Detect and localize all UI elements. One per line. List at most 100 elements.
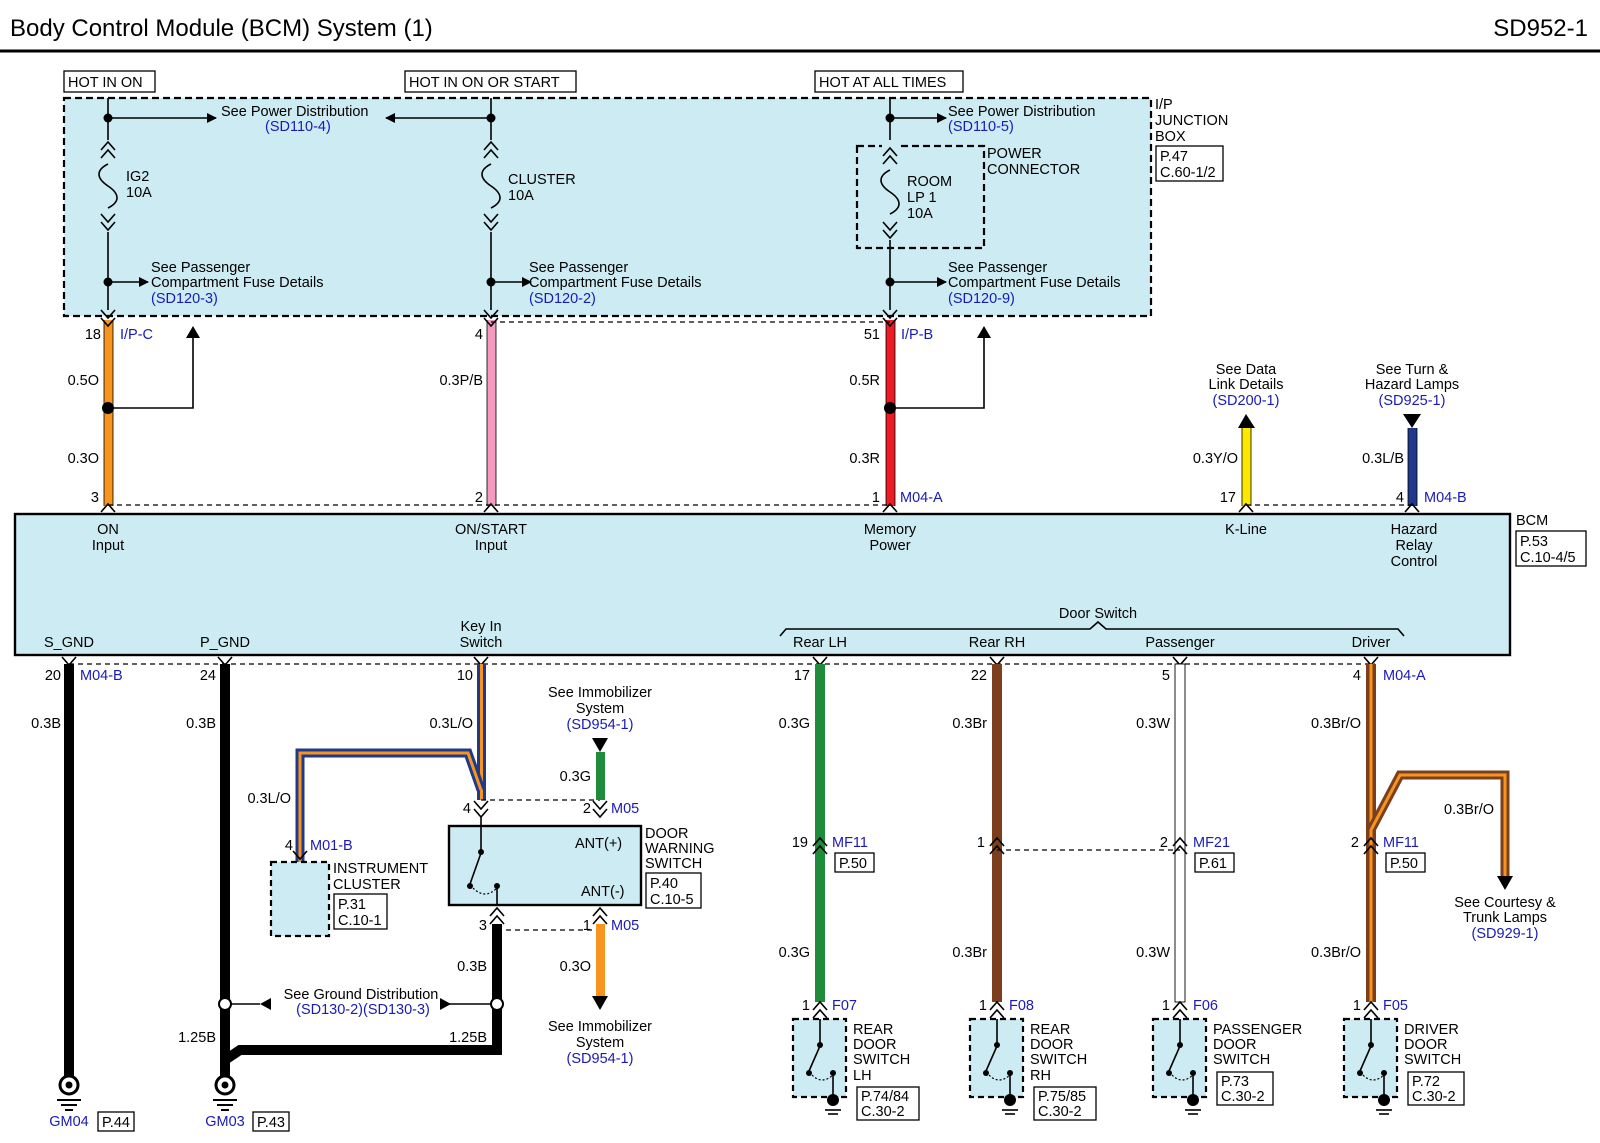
svg-text:(SD929-1): (SD929-1)	[1472, 926, 1539, 942]
immobilizer-refs: See Immobilizer System (SD954-1) See Imm…	[548, 685, 652, 1067]
svg-text:Memory: Memory	[864, 522, 917, 538]
svg-text:See Passenger: See Passenger	[151, 260, 250, 276]
svg-text:0.3B: 0.3B	[186, 716, 216, 732]
svg-text:0.3Y/O: 0.3Y/O	[1193, 451, 1238, 467]
svg-text:0.3W: 0.3W	[1136, 945, 1170, 961]
svg-text:(SD130-2)(SD130-3): (SD130-2)(SD130-3)	[296, 1002, 430, 1018]
hot-in-on-or-start-label: HOT IN ON OR START	[409, 75, 560, 91]
svg-text:M04-A: M04-A	[900, 490, 943, 506]
door-warning-lower	[489, 906, 608, 1011]
svg-text:10: 10	[457, 668, 473, 684]
svg-text:10A: 10A	[508, 188, 534, 204]
svg-text:0.3G: 0.3G	[779, 945, 810, 961]
ground-labels: GM04 P.44 GM03 P.43	[49, 1111, 290, 1132]
svg-text:M05: M05	[611, 801, 639, 817]
svg-text:20: 20	[45, 668, 61, 684]
lower-labels: 20 M04-B 0.3B 24 0.3B 1.25B 10 0.3L/O 0.…	[31, 668, 1556, 1046]
wire-k-line	[1238, 414, 1255, 506]
svg-text:C.30-2: C.30-2	[1038, 1104, 1082, 1120]
svg-text:1: 1	[977, 835, 985, 851]
svg-text:POWER: POWER	[987, 146, 1042, 162]
instrument-cluster: INSTRUMENT CLUSTER P.31 C.10-1	[269, 860, 428, 938]
svg-text:0.3R: 0.3R	[849, 451, 880, 467]
svg-text:C.30-2: C.30-2	[1221, 1089, 1265, 1105]
svg-text:P.43: P.43	[257, 1115, 285, 1131]
svg-text:M04-B: M04-B	[80, 668, 123, 684]
svg-text:F06: F06	[1193, 998, 1218, 1014]
junction-box-label: I/P JUNCTION BOX P.47 C.60-1/2 POWER CON…	[987, 97, 1228, 182]
svg-text:S_GND: S_GND	[44, 635, 94, 651]
svg-text:M01-B: M01-B	[310, 838, 353, 854]
svg-text:1.25B: 1.25B	[449, 1030, 487, 1046]
svg-text:(SD954-1): (SD954-1)	[567, 717, 634, 733]
svg-text:17: 17	[1220, 490, 1236, 506]
fuse-room-lp1: ROOM LP 1 10A	[880, 140, 952, 240]
svg-text:ANT(+): ANT(+)	[575, 836, 622, 852]
svg-text:0.3L/O: 0.3L/O	[247, 791, 291, 807]
svg-text:0.3O: 0.3O	[68, 451, 99, 467]
svg-text:P.61: P.61	[1199, 856, 1227, 872]
fuse-cluster: CLUSTER 10A	[481, 140, 576, 232]
svg-text:BCM: BCM	[1516, 513, 1548, 529]
svg-text:24: 24	[200, 668, 216, 684]
svg-text:MF11: MF11	[832, 835, 868, 851]
wire-hazard	[1403, 414, 1421, 506]
svg-text:P.31: P.31	[338, 897, 366, 913]
svg-text:CONNECTOR: CONNECTOR	[987, 162, 1080, 178]
svg-text:(SD925-1): (SD925-1)	[1379, 393, 1446, 409]
svg-text:IG2: IG2	[126, 169, 149, 185]
svg-text:C.10-4/5: C.10-4/5	[1520, 550, 1576, 566]
svg-text:0.3L/B: 0.3L/B	[1362, 451, 1404, 467]
svg-text:Input: Input	[92, 538, 124, 554]
svg-text:0.3L/O: 0.3L/O	[429, 716, 473, 732]
svg-text:0.5R: 0.5R	[849, 373, 880, 389]
svg-text:P.50: P.50	[1390, 856, 1418, 872]
svg-text:M04-B: M04-B	[1424, 490, 1467, 506]
wire-rear-rh	[989, 664, 1005, 1019]
svg-text:F08: F08	[1009, 998, 1034, 1014]
door-warning-switch: ANT(+) ANT(-) DOOR WARNING SWITCH P.40 C…	[447, 817, 715, 909]
svg-text:Key In: Key In	[460, 619, 501, 635]
svg-text:10A: 10A	[126, 185, 152, 201]
svg-text:18: 18	[85, 327, 101, 343]
svg-text:See Immobilizer: See Immobilizer	[548, 685, 652, 701]
svg-text:SWITCH: SWITCH	[1213, 1052, 1270, 1068]
svg-text:Door Switch: Door Switch	[1059, 606, 1137, 622]
svg-text:Hazard Lamps: Hazard Lamps	[1365, 377, 1459, 393]
svg-text:0.3G: 0.3G	[560, 769, 591, 785]
svg-text:PASSENGER: PASSENGER	[1213, 1022, 1302, 1038]
svg-text:BOX: BOX	[1155, 129, 1186, 145]
svg-text:INSTRUMENT: INSTRUMENT	[333, 861, 428, 877]
svg-text:See Data: See Data	[1216, 362, 1277, 378]
svg-text:REAR: REAR	[853, 1022, 893, 1038]
wire-on-start-input	[486, 320, 497, 506]
svg-text:CLUSTER: CLUSTER	[333, 877, 401, 893]
svg-text:P.75/85: P.75/85	[1038, 1089, 1086, 1105]
svg-text:(SD120-2): (SD120-2)	[529, 291, 596, 307]
svg-text:ANT(-): ANT(-)	[581, 884, 625, 900]
svg-text:Compartment Fuse Details: Compartment Fuse Details	[529, 275, 701, 291]
svg-text:0.3O: 0.3O	[560, 959, 591, 975]
svg-text:REAR: REAR	[1030, 1022, 1070, 1038]
hot-at-all-times-label: HOT AT ALL TIMES	[819, 75, 946, 91]
wire-rear-lh	[812, 664, 828, 1019]
upper-connector-chevrons	[100, 309, 1420, 513]
svg-text:C.30-2: C.30-2	[861, 1104, 905, 1120]
svg-text:JUNCTION: JUNCTION	[1155, 113, 1228, 129]
jb-references: See Power Distribution (SD110-4) See Pow…	[151, 104, 1120, 307]
svg-text:See Power Distribution: See Power Distribution	[221, 104, 369, 120]
hot-in-on-label: HOT IN ON	[68, 75, 143, 91]
svg-text:51: 51	[864, 327, 880, 343]
svg-text:4: 4	[285, 838, 293, 854]
svg-text:C.10-1: C.10-1	[338, 913, 382, 929]
svg-text:I/P: I/P	[1155, 97, 1173, 113]
svg-text:1: 1	[1353, 998, 1361, 1014]
svg-text:0.3Br/O: 0.3Br/O	[1311, 945, 1361, 961]
svg-text:See Courtesy &: See Courtesy &	[1454, 895, 1556, 911]
svg-text:See Passenger: See Passenger	[948, 260, 1047, 276]
svg-text:4: 4	[1396, 490, 1404, 506]
svg-text:Power: Power	[869, 538, 910, 554]
svg-text:RH: RH	[1030, 1068, 1051, 1084]
svg-text:MF21: MF21	[1193, 835, 1230, 851]
